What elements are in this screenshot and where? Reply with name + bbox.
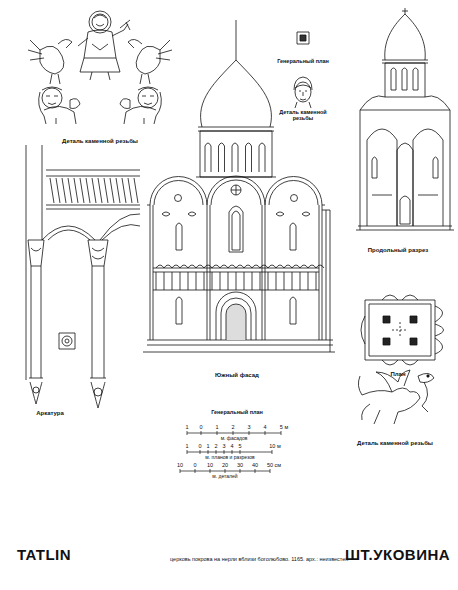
scale-label: 1 [206, 443, 209, 449]
scale-label: 50 см [267, 462, 281, 468]
scale-label: 1 [185, 443, 188, 449]
scale-label: 1 [215, 424, 218, 430]
longitudinal-section [356, 8, 454, 230]
scale-label: 3 [222, 443, 225, 449]
stone-carving-top [28, 11, 172, 124]
scale-label: 0 [199, 424, 202, 430]
scale-heading: Генеральный план [211, 409, 263, 415]
ornament-stroke [205, 143, 265, 172]
drawing-label: План [390, 371, 405, 378]
drawing-label: Деталь каменной резьбы [277, 109, 329, 122]
ornament-stroke [153, 265, 324, 290]
caption: церковь покрова на нерли вблизи боголюбо… [170, 556, 348, 562]
series-title: ШТ.УКОВИНА [345, 546, 450, 563]
scale-label: 1 [185, 424, 188, 430]
scale-label: 4 [230, 443, 233, 449]
drawing-label: Аркатура [36, 410, 64, 417]
drawing-label: Деталь каменной резьбы [62, 138, 138, 145]
south-facade [143, 20, 335, 352]
drawing-label: Продольный разрез [368, 247, 429, 254]
church-plan [361, 295, 444, 365]
scale-label: 5 [238, 443, 241, 449]
scale-label: 10 [207, 462, 213, 468]
griffin-carving [358, 370, 434, 424]
ornament-stroke [50, 178, 138, 203]
scale-label: 2 [231, 424, 234, 430]
scale-label: 30 [237, 462, 243, 468]
arcature-detail [26, 145, 140, 408]
drawing-label: Деталь каменной резьбы [357, 440, 433, 447]
scale-label: 40 [252, 462, 258, 468]
scale-label: 0 [198, 443, 201, 449]
scale-label: 3 [247, 424, 250, 430]
publisher-logo: TATLIN [17, 546, 71, 563]
scale-label: 2 [214, 443, 217, 449]
scale-bars [180, 431, 281, 473]
scale-label: 10 м [269, 443, 280, 449]
scale-label: 20 [222, 462, 228, 468]
scale-label: 0 [193, 462, 196, 468]
drawing-label: Южный фасад [215, 372, 259, 379]
scale-label: м. планов и разрезов [205, 455, 254, 461]
site-plan-label: Генеральный план [277, 58, 329, 64]
face-carving [294, 77, 312, 108]
scale-label: 5 м [280, 424, 288, 430]
scale-label: 4 [263, 424, 266, 430]
scale-label: м. фасадов [221, 436, 248, 442]
site-plan-symbol [297, 32, 309, 44]
scale-label: 10 [177, 462, 183, 468]
scale-label: м. деталей [212, 474, 237, 480]
